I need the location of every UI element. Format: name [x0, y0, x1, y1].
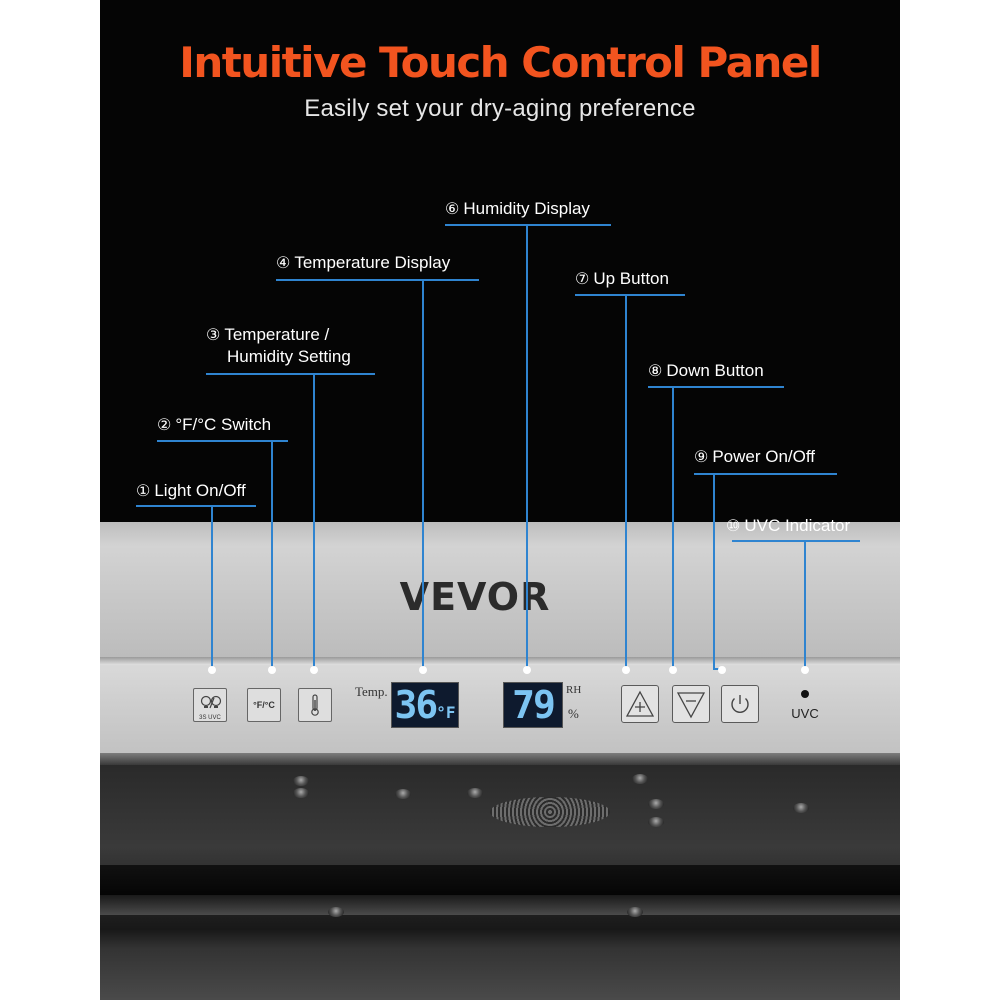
- screw-hole: [328, 907, 344, 917]
- bulb-icon: [200, 695, 222, 709]
- callout-number: ②: [157, 417, 172, 434]
- callout-underline: [136, 505, 256, 507]
- setting-button[interactable]: [298, 688, 332, 722]
- callout-label: Humidity Display: [463, 199, 590, 218]
- callout-leader: [804, 540, 806, 668]
- temp-label: Temp.: [355, 684, 388, 699]
- temperature-value: 36: [394, 683, 438, 727]
- power-icon: [731, 695, 749, 713]
- door-rail: [100, 865, 900, 895]
- callout-setting-line2: Humidity Setting: [227, 347, 351, 366]
- callout-number: ④: [276, 255, 291, 272]
- screw-hole: [793, 803, 809, 813]
- screw-hole: [293, 788, 309, 798]
- callout-dot: [208, 666, 216, 674]
- callout-label: Down Button: [666, 361, 764, 380]
- uvc-label: UVC: [791, 706, 819, 721]
- callout-number: ①: [136, 483, 151, 500]
- control-strip: [100, 665, 900, 753]
- humidity-value: 79: [512, 683, 556, 727]
- callout-dot: [268, 666, 276, 674]
- screw-hole: [632, 774, 648, 784]
- light-button[interactable]: [193, 688, 227, 722]
- brand-logo: VEVOR: [399, 575, 551, 619]
- callout-leader-elbow: [713, 668, 722, 670]
- callout-leader: [672, 386, 674, 668]
- page-subtitle: Easily set your dry-aging preference: [304, 95, 696, 122]
- panel-edge: [100, 753, 900, 765]
- callout-underline: [206, 373, 375, 375]
- callout-dot: [523, 666, 531, 674]
- callout-leader: [422, 279, 424, 668]
- callout-dot: [669, 666, 677, 674]
- callout-underline: [648, 386, 784, 388]
- callout-leader: [625, 294, 627, 668]
- callout-dot: [801, 666, 809, 674]
- callout-leader: [211, 505, 213, 668]
- callout-label: Temperature Display: [294, 253, 451, 272]
- up-arrow-icon: [625, 690, 655, 717]
- callout-unit-switch: ②°F/°C Switch: [157, 414, 271, 437]
- callout-number: ⑨: [694, 449, 709, 466]
- down-arrow-icon: [676, 692, 706, 719]
- callout-dot: [419, 666, 427, 674]
- screw-hole: [395, 789, 411, 799]
- door-gasket: [100, 895, 900, 915]
- screw-hole: [648, 817, 664, 827]
- callout-leader: [313, 373, 315, 668]
- callout-number: ⑦: [575, 271, 590, 288]
- callout-leader: [526, 224, 528, 668]
- callout-label: °F/°C Switch: [175, 415, 272, 434]
- fan-vent: [490, 797, 610, 827]
- screw-hole: [293, 776, 309, 786]
- panel-trim: [100, 657, 900, 665]
- control-panel-infographic: Intuitive Touch Control Panel Easily set…: [100, 0, 900, 1000]
- callout-leader: [271, 440, 273, 668]
- callout-dot: [310, 666, 318, 674]
- callout-dot: [718, 666, 726, 674]
- thermometer-icon: [311, 694, 319, 716]
- callout-leader: [713, 473, 715, 668]
- stainless-top-panel: [100, 522, 900, 657]
- callout-number: ③: [206, 327, 221, 344]
- temperature-display: 36°F: [391, 682, 459, 728]
- callout-label: Power On/Off: [712, 447, 816, 466]
- callout-underline: [575, 294, 685, 296]
- callout-label: Up Button: [593, 269, 669, 288]
- humidity-unit: %: [568, 706, 579, 721]
- light-button-sublabel: 3S UVC: [199, 715, 221, 721]
- humidity-label: RH: [566, 684, 582, 696]
- humidity-display: 79: [503, 682, 563, 728]
- callout-underline: [157, 440, 288, 442]
- callout-underline: [445, 224, 611, 226]
- callout-label: Temperature /: [224, 325, 330, 344]
- power-button[interactable]: [721, 685, 759, 723]
- unit-switch-button[interactable]: °F/°C: [247, 688, 281, 722]
- callout-underline: [694, 473, 837, 475]
- callout-number: ⑩: [726, 518, 741, 535]
- down-button[interactable]: [672, 685, 710, 723]
- uvc-indicator-light: [801, 690, 809, 698]
- callout-number: ⑧: [648, 363, 663, 380]
- screw-hole: [627, 907, 643, 917]
- callout-dot: [622, 666, 630, 674]
- callout-underline: [276, 279, 479, 281]
- callout-label: Light On/Off: [154, 481, 246, 500]
- screw-hole: [467, 788, 483, 798]
- temperature-unit: °F: [436, 703, 456, 722]
- callout-number: ⑥: [445, 201, 460, 218]
- page-title: Intuitive Touch Control Panel: [179, 38, 822, 87]
- screw-hole: [648, 799, 664, 809]
- up-button[interactable]: [621, 685, 659, 723]
- callout-underline: [732, 540, 860, 542]
- callout-label: UVC Indicator: [744, 516, 851, 535]
